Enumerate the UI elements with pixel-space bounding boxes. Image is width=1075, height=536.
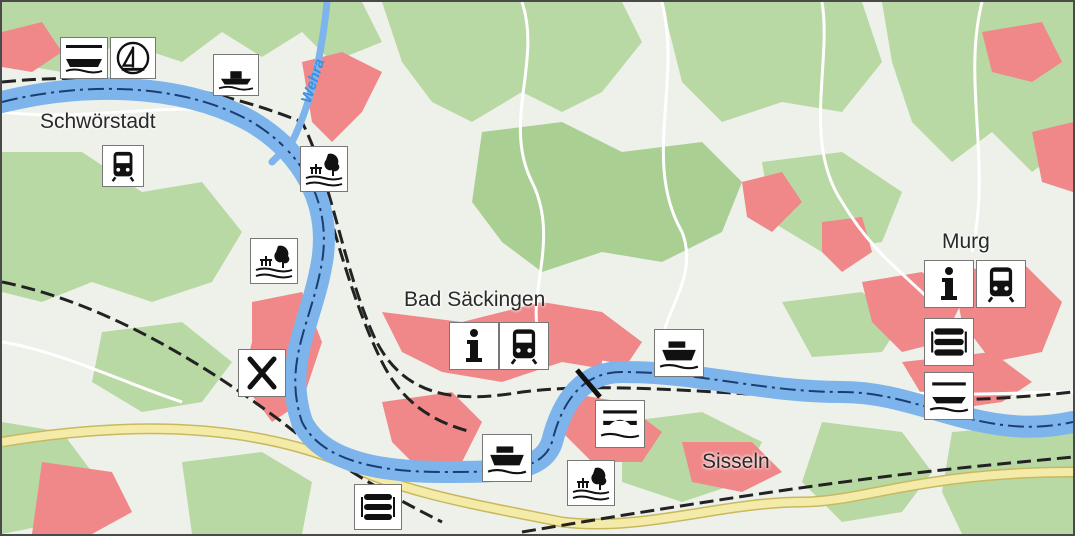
information-icon[interactable]	[449, 322, 499, 370]
place-label-sisseln: Sisseln	[702, 450, 770, 473]
sailing-icon[interactable]	[110, 37, 156, 79]
pontoon-icon[interactable]	[924, 318, 974, 366]
rowing-icon[interactable]	[924, 372, 974, 420]
ferry-icon[interactable]	[654, 329, 704, 377]
ferry-icon[interactable]	[482, 434, 532, 482]
train-station-icon[interactable]	[102, 145, 144, 187]
boat-icon[interactable]	[60, 37, 108, 79]
wehra-river	[268, 2, 331, 166]
rhine-centerline	[2, 87, 1073, 474]
place-label-schworstadt: Schwörstadt	[40, 110, 156, 133]
place-label-bad-sackingen: Bad Säckingen	[404, 288, 546, 311]
bridge-line	[575, 368, 602, 399]
bathing-site-icon[interactable]	[250, 238, 298, 284]
train-station-icon[interactable]	[976, 260, 1026, 308]
bridge-icon[interactable]	[595, 400, 645, 448]
train-station-icon[interactable]	[499, 322, 549, 370]
bathing-site-icon[interactable]	[567, 460, 615, 506]
pontoon-icon[interactable]	[354, 484, 402, 530]
information-icon[interactable]	[924, 260, 974, 308]
bathing-site-icon[interactable]	[300, 146, 348, 192]
motorboat-icon[interactable]	[213, 54, 259, 96]
place-label-murg: Murg	[942, 230, 990, 253]
restaurant-icon[interactable]	[238, 349, 286, 397]
